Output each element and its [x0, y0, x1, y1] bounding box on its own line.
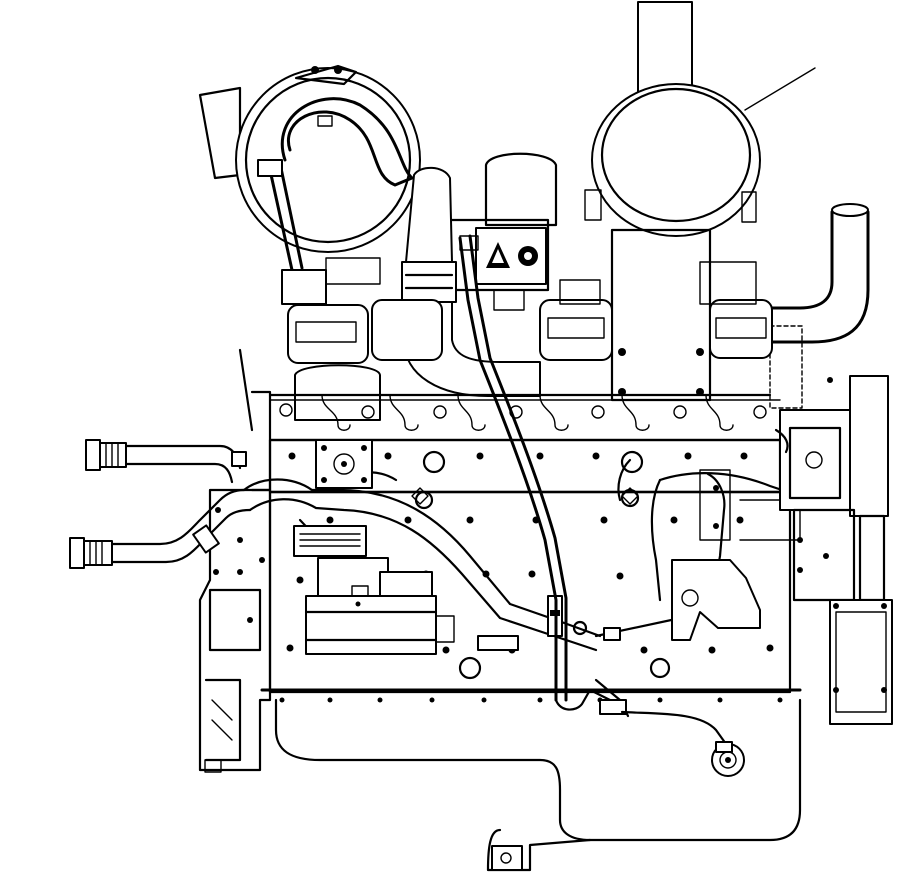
flywheel-housing: [198, 348, 272, 773]
harness-connector-upper: [85, 439, 247, 484]
tail-pipe: [768, 203, 870, 409]
cleaner-support-rod: [257, 159, 381, 305]
wiring-harness: [242, 458, 802, 652]
oil-pan: [274, 697, 802, 872]
exhaust-pipe-shroud: [610, 228, 712, 402]
starter-motor: [304, 557, 455, 655]
coolant-housing: [671, 469, 761, 641]
harness-connector-lower: [69, 488, 252, 569]
oil-level-sensor: [620, 710, 745, 777]
dipstick-tube: [458, 234, 630, 718]
air-cleaner-clamp: [294, 64, 358, 86]
valve-covers: [287, 261, 773, 364]
leader-line: [744, 67, 816, 111]
front-cover: [774, 375, 893, 725]
ecu-bracket: [293, 439, 373, 557]
muffler: [584, 1, 816, 402]
air-cleaner-bracket-plate: [198, 86, 242, 180]
air-cleaner: [198, 64, 421, 253]
turbocharger: [448, 152, 558, 311]
